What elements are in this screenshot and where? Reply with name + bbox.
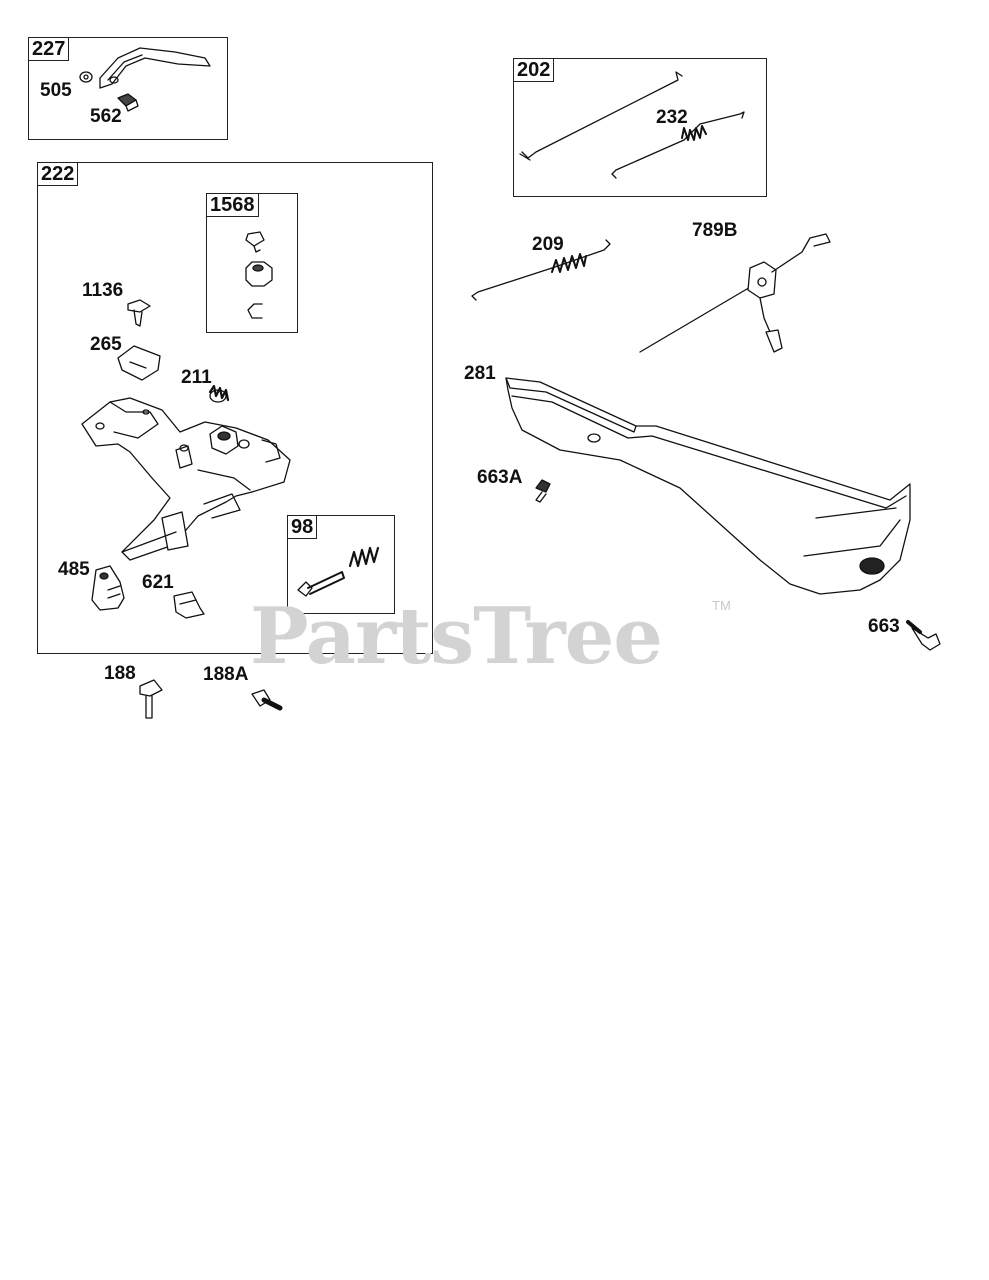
part-1136-bolt-drawing [127, 299, 151, 327]
part-789b-wire-drawing [639, 233, 831, 353]
partstree-watermark: PartsTree [250, 591, 663, 682]
part-1568-kit-drawing [245, 231, 273, 319]
part-227-lever-drawing [99, 47, 211, 89]
part-98-screw-spring-drawing [297, 546, 380, 597]
part-281-bracket-drawing [505, 377, 911, 595]
part-label-211: 211 [181, 367, 212, 388]
part-label-485: 485 [58, 559, 90, 580]
part-265-clip-drawing [117, 345, 161, 381]
part-209-spring-drawing [471, 239, 611, 301]
part-label-232: 232 [656, 107, 688, 128]
part-label-663a: 663A [477, 467, 523, 488]
callout-box-1568: 1568 [206, 193, 298, 333]
part-485-cover-drawing [91, 565, 125, 611]
callout-box-1568-label: 1568 [206, 193, 259, 217]
part-label-188: 188 [104, 663, 136, 684]
part-label-265: 265 [90, 334, 122, 355]
part-label-663: 663 [868, 616, 900, 637]
part-663-bolt-drawing [906, 620, 941, 651]
callout-box-202-label: 202 [513, 58, 555, 82]
part-222-bracket-drawing [81, 397, 291, 561]
part-label-505: 505 [40, 80, 72, 101]
callout-box-222: 222 [37, 162, 433, 654]
part-663a-screw-drawing [535, 479, 551, 503]
part-188-bolt-drawing [139, 679, 163, 719]
part-232-spring-drawing [611, 111, 745, 179]
part-188a-bolt-drawing [251, 689, 283, 711]
callout-box-202: 202 [513, 58, 767, 197]
part-label-789b: 789B [692, 220, 738, 241]
callout-box-227: 227 [28, 37, 228, 140]
part-505-nut-drawing [79, 71, 93, 83]
trademark-symbol: TM [712, 598, 731, 613]
part-label-1136: 1136 [82, 280, 124, 301]
part-562-clip-drawing [117, 93, 139, 112]
part-621-clip-drawing [173, 591, 205, 619]
callout-box-227-label: 227 [28, 37, 70, 61]
part-label-562: 562 [90, 106, 122, 127]
part-label-621: 621 [142, 572, 174, 593]
part-label-281: 281 [464, 363, 496, 384]
part-211-spring-drawing [208, 384, 230, 403]
part-label-209: 209 [532, 234, 564, 255]
part-label-188a: 188A [203, 664, 249, 685]
callout-box-222-label: 222 [37, 162, 79, 186]
part-202-link-drawing [519, 71, 683, 161]
callout-box-98: 98 [287, 515, 395, 614]
callout-box-98-label: 98 [287, 515, 318, 539]
